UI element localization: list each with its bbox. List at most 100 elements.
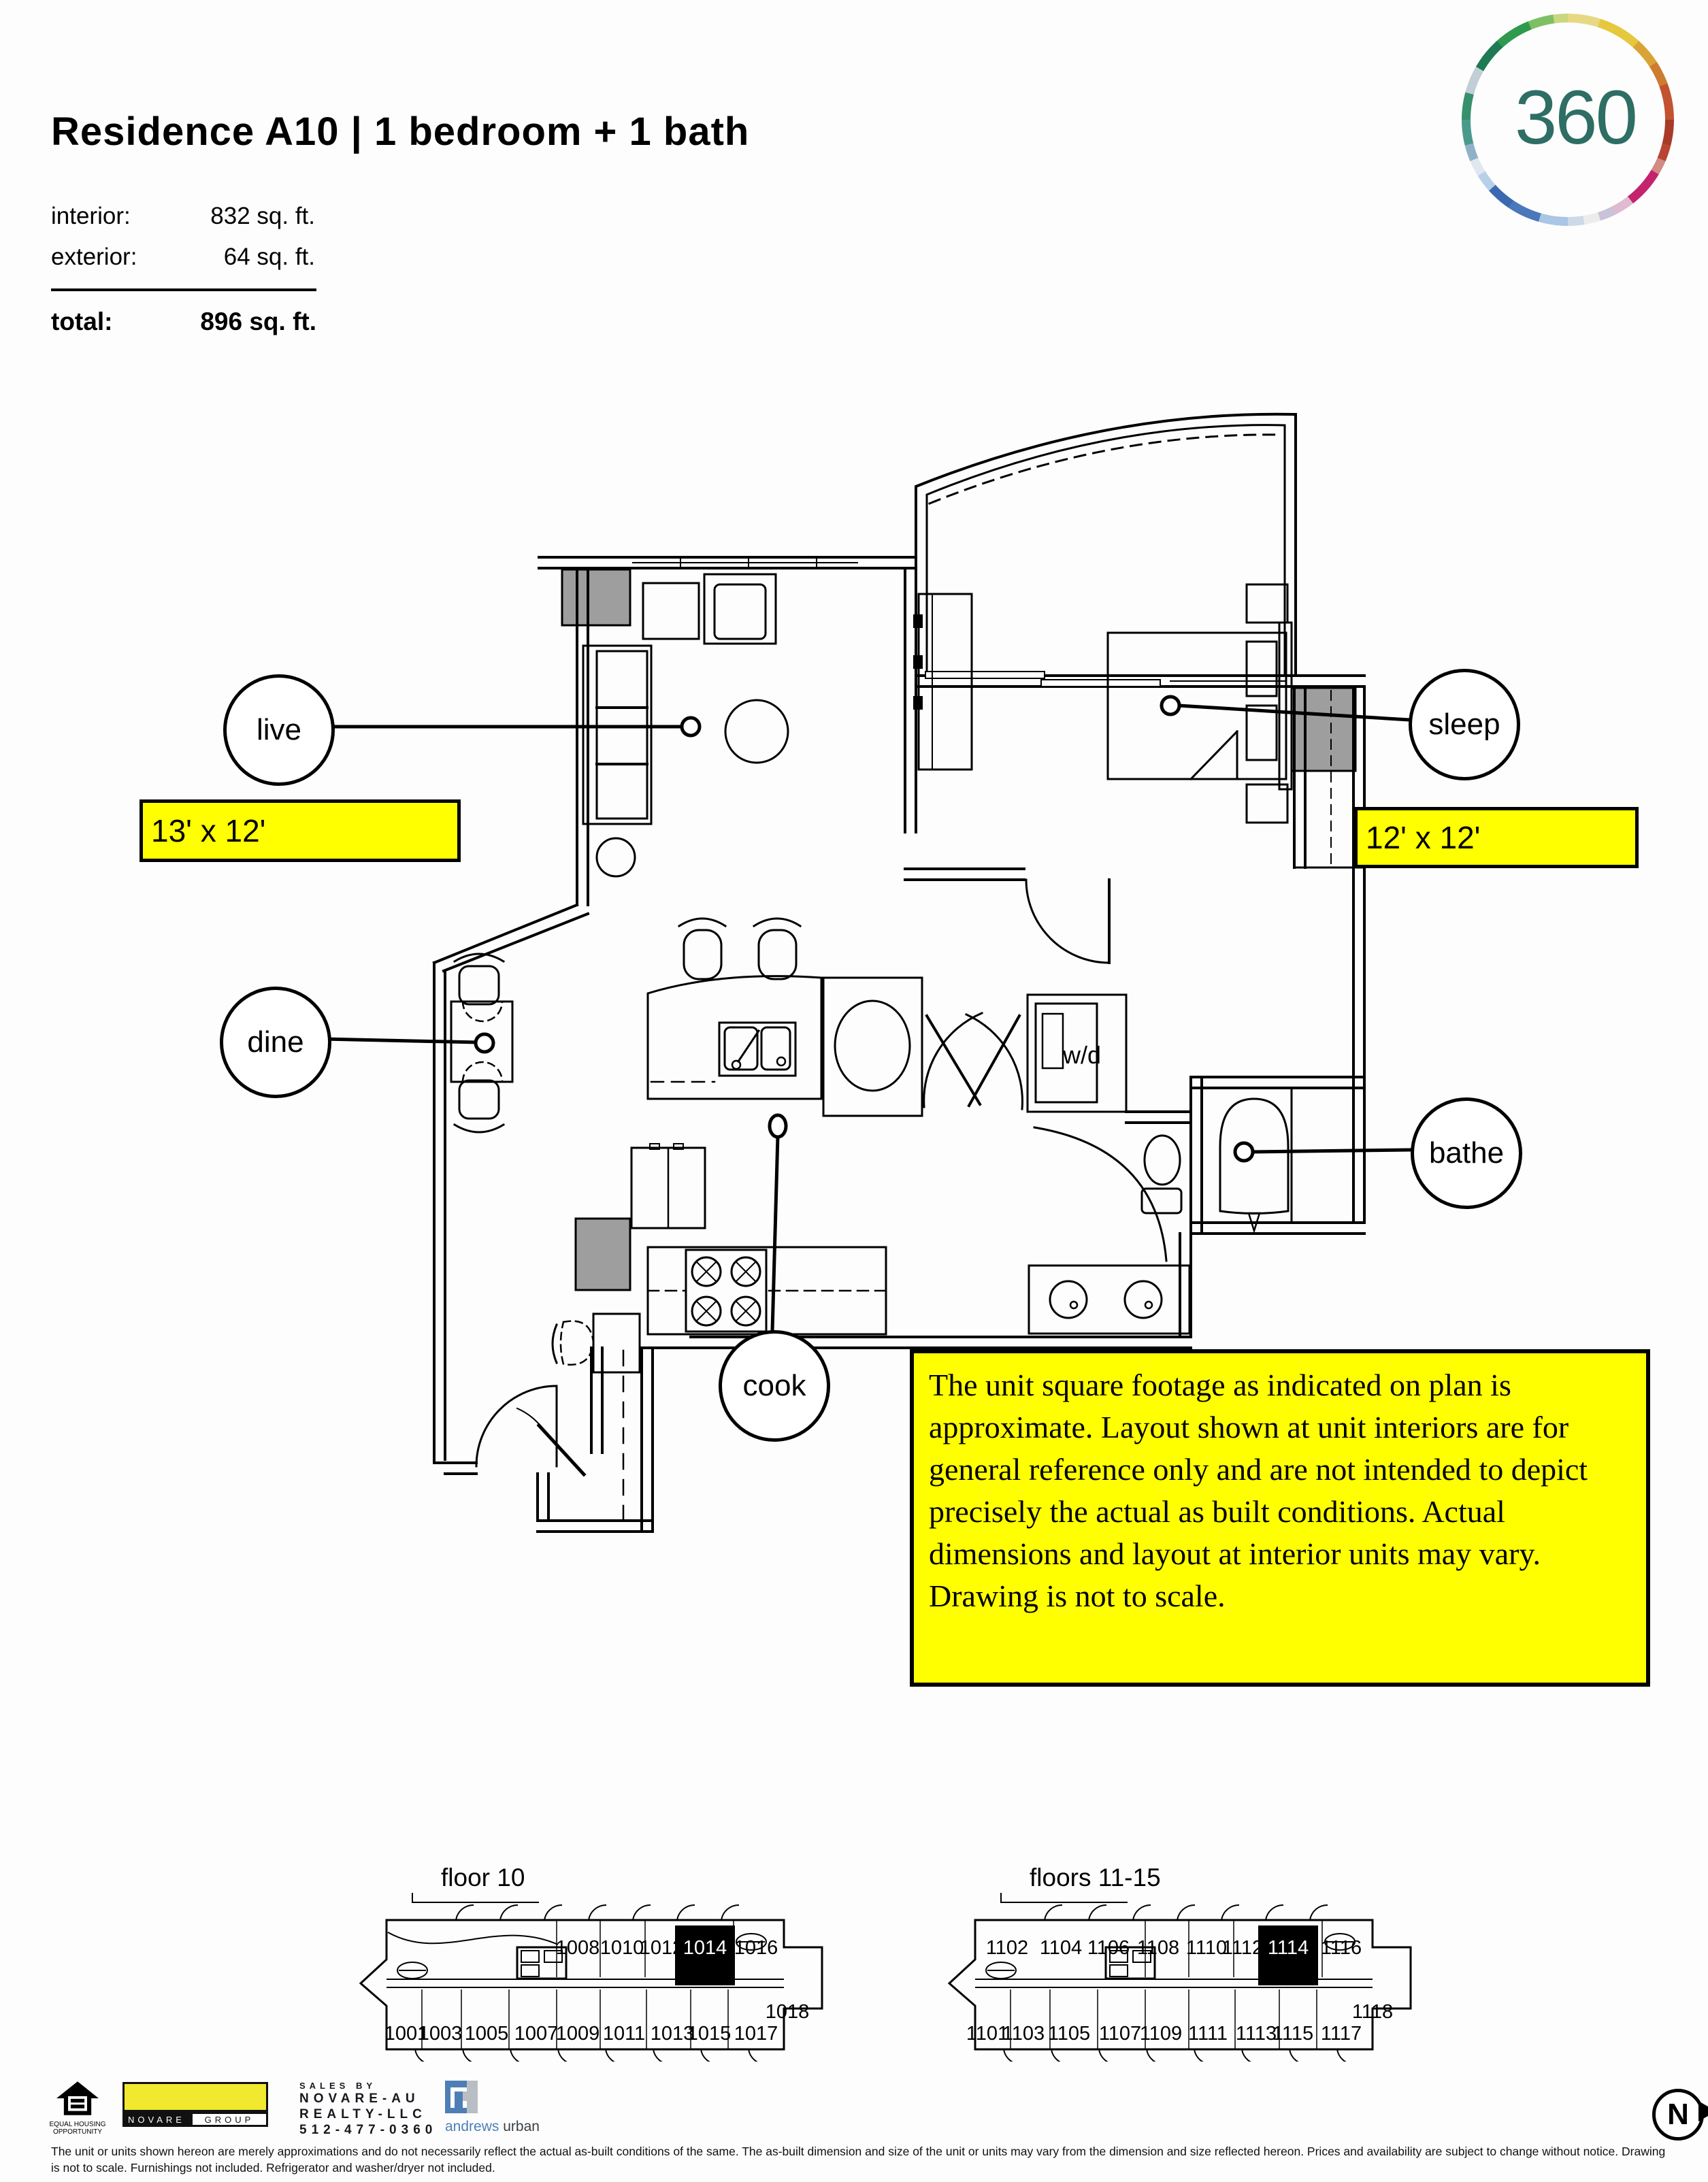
equal-housing-logo: EQUAL HOUSING OPPORTUNITY	[49, 2081, 106, 2136]
360-logo: 360	[1462, 14, 1674, 226]
svg-text:1115: 1115	[1272, 2023, 1313, 2045]
svg-text:1105: 1105	[1048, 2023, 1090, 2045]
stat-exterior-value: 64 sq. ft.	[223, 244, 315, 270]
svg-text:floor 10: floor 10	[441, 1864, 525, 1891]
andrews-word: andrews	[445, 2119, 499, 2134]
svg-text:1017: 1017	[734, 2023, 778, 2045]
stat-exterior-label: exterior:	[51, 244, 137, 270]
svg-text:1014: 1014	[683, 1937, 727, 1959]
desk-chair	[559, 1320, 595, 1366]
sink-basin	[723, 1026, 759, 1071]
pantry-closet	[822, 976, 923, 1117]
svg-text:1001: 1001	[384, 2023, 429, 2045]
floorplan-drawing: w/d	[323, 412, 1413, 1533]
svg-text:1016: 1016	[734, 1937, 778, 1959]
360-logo-ring-icon	[1462, 14, 1674, 226]
novare-yellow-box	[122, 2082, 268, 2112]
room-label-sleep: sleep	[1409, 669, 1520, 780]
svg-text:1109: 1109	[1140, 2023, 1182, 2045]
svg-text:1005: 1005	[465, 2023, 509, 2045]
bathroom	[1033, 1076, 1366, 1338]
svg-text:1118: 1118	[1352, 2001, 1393, 2023]
svg-text:1112: 1112	[1222, 1937, 1263, 1959]
balcony-outline	[915, 412, 1297, 677]
andrews-urban-logo: andrews urban	[445, 2081, 540, 2135]
svg-text:1114: 1114	[1268, 1937, 1309, 1959]
novare-group-word: GROUP	[191, 2112, 268, 2127]
page-title: Residence A10 | 1 bedroom + 1 bath	[51, 110, 750, 154]
svg-text:1108: 1108	[1137, 1937, 1179, 1959]
svg-text:1018: 1018	[766, 2001, 810, 2023]
north-arrow: N	[1652, 2089, 1704, 2140]
dimension-sleep: 12' x 12'	[1354, 807, 1639, 868]
novare-group-logo: NOVARE GROUP	[122, 2082, 271, 2127]
svg-text:floors 11-15: floors 11-15	[1030, 1864, 1161, 1891]
svg-text:1013: 1013	[651, 2023, 695, 2045]
stove	[685, 1249, 768, 1333]
svg-text:1015: 1015	[687, 2023, 732, 2045]
column	[1290, 687, 1357, 772]
leader-markers	[474, 695, 1255, 1163]
tub-drain	[1247, 1212, 1261, 1234]
room-label-dine: dine	[220, 987, 331, 1098]
bar-stool	[752, 917, 802, 980]
dimension-live: 13' x 12'	[139, 799, 461, 862]
column	[574, 1217, 631, 1291]
svg-text:1102: 1102	[986, 1937, 1028, 1959]
stat-total-value: 896 sq. ft.	[200, 308, 316, 335]
svg-text:1117: 1117	[1321, 2023, 1362, 2045]
equal-housing-icon	[56, 2081, 99, 2115]
bathroom-door	[1033, 1126, 1168, 1262]
bathtub	[1219, 1097, 1290, 1214]
room-label-bathe: bathe	[1411, 1097, 1522, 1209]
highlighted-unit	[675, 1925, 735, 1985]
svg-text:1101: 1101	[966, 2023, 1008, 2045]
urban-word: urban	[503, 2119, 540, 2134]
leader-lines	[323, 704, 1413, 1333]
hall-double-doors	[923, 1012, 1023, 1110]
stat-total-label: total:	[51, 308, 113, 335]
stats-divider	[51, 288, 316, 291]
svg-text:1010: 1010	[600, 1937, 644, 1959]
equal-housing-text: EQUAL HOUSING OPPORTUNITY	[49, 2121, 106, 2136]
north-arrow-triangle-icon	[1698, 2101, 1708, 2121]
svg-text:1003: 1003	[418, 2023, 463, 2045]
svg-text:1008: 1008	[556, 1937, 600, 1959]
washer-dryer-closet	[1026, 993, 1128, 1113]
svg-text:1111: 1111	[1188, 2023, 1228, 2045]
svg-text:1107: 1107	[1099, 2023, 1141, 2045]
stat-interior-value: 832 sq. ft.	[210, 203, 315, 229]
svg-text:1009: 1009	[556, 2023, 600, 2045]
vanity	[1028, 1264, 1191, 1335]
coffee-table	[724, 699, 789, 764]
room-label-live: live	[223, 674, 335, 786]
refrigerator	[630, 1143, 706, 1229]
svg-text:1011: 1011	[603, 2023, 645, 2045]
nightstand	[1245, 583, 1289, 624]
sofa	[582, 644, 653, 825]
kitchen-island	[646, 975, 823, 1100]
side-table	[642, 582, 700, 640]
svg-text:1113: 1113	[1236, 2023, 1277, 2045]
entry-door	[475, 1385, 587, 1477]
bedroom-door	[1025, 878, 1111, 964]
sink-basin	[760, 1026, 791, 1071]
highlighted-unit	[1258, 1925, 1318, 1985]
andrews-urban-icon	[445, 2081, 478, 2113]
svg-text:1110: 1110	[1186, 1937, 1227, 1959]
novare-name: NOVARE	[122, 2112, 191, 2127]
armchair	[703, 573, 777, 645]
wardrobe	[913, 593, 973, 771]
sliding-door-panel	[925, 671, 1045, 679]
stat-interior-label: interior:	[51, 203, 131, 229]
svg-text:1116: 1116	[1321, 1937, 1362, 1959]
stat-total: total: 896 sq. ft.	[51, 308, 316, 336]
column	[561, 568, 631, 627]
stat-exterior: exterior: 64 sq. ft.	[51, 244, 315, 271]
nightstand	[1245, 783, 1289, 824]
sliding-door-panel	[1040, 679, 1161, 687]
toilet-tank	[1140, 1187, 1183, 1214]
